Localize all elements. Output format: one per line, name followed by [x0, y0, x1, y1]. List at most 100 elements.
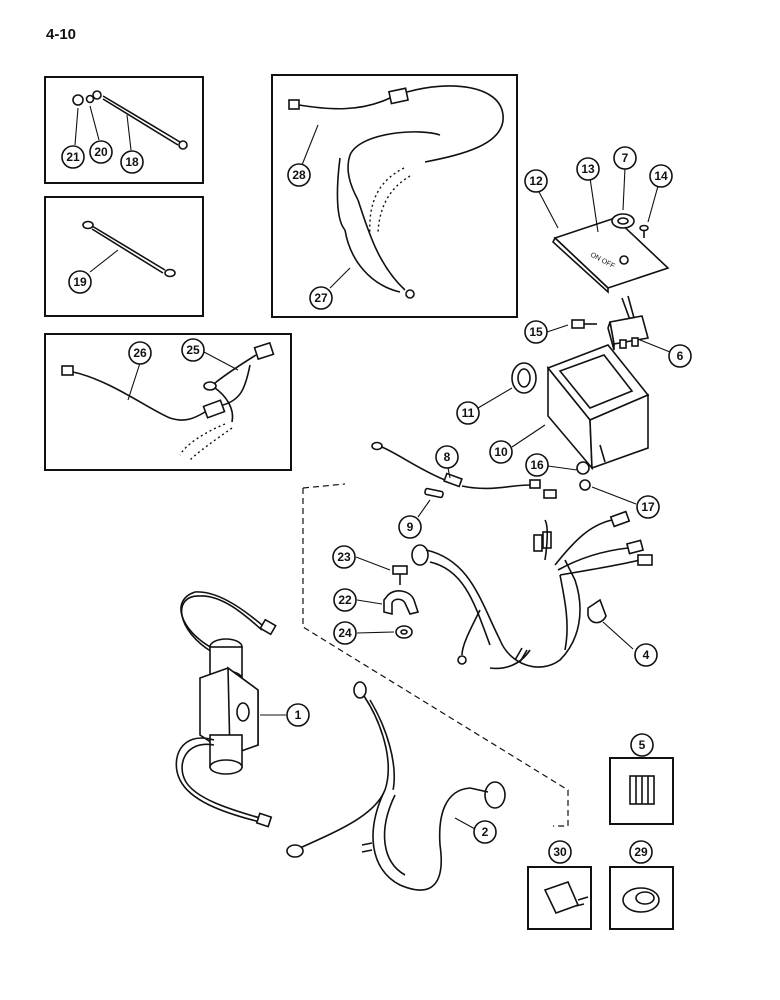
ground-strap-18: [72, 90, 188, 150]
inset-box-wiring-27-28: [271, 74, 518, 318]
callout-2: 2: [473, 820, 497, 844]
callout-5: 5: [630, 733, 654, 757]
callout-14: 14: [649, 164, 673, 188]
inset-box-jumper-wire: [44, 196, 204, 317]
leader-24: [356, 631, 395, 634]
svg-text:18: 18: [125, 155, 139, 169]
svg-text:17: 17: [641, 500, 655, 514]
svg-text:26: 26: [133, 346, 147, 360]
svg-text:1: 1: [295, 708, 302, 722]
svg-text:10: 10: [494, 445, 508, 459]
clamp-22: [383, 590, 420, 616]
svg-text:14: 14: [654, 169, 668, 183]
leader-12: [537, 189, 559, 229]
leader-20: [89, 105, 100, 141]
nut-16-lockwasher-17: [576, 461, 591, 491]
callout-18: 18: [120, 150, 144, 174]
callout-12: 12: [524, 169, 548, 193]
svg-text:8: 8: [444, 450, 451, 464]
leader-6: [639, 339, 671, 353]
callout-13: 13: [576, 157, 600, 181]
leader-2: [454, 817, 476, 830]
svg-text:24: 24: [338, 626, 352, 640]
callout-1: 1: [286, 703, 310, 727]
svg-text:28: 28: [292, 168, 306, 182]
connector-part-30: [543, 881, 589, 914]
callout-9: 9: [398, 515, 422, 539]
leader-4: [602, 621, 634, 650]
leader-7: [622, 167, 626, 211]
svg-text:11: 11: [462, 406, 475, 420]
svg-text:21: 21: [66, 150, 80, 164]
switch-box-10: [546, 344, 650, 471]
svg-text:20: 20: [94, 145, 108, 159]
svg-text:5: 5: [639, 738, 646, 752]
svg-text:30: 30: [553, 845, 567, 859]
callout-19: 19: [68, 270, 92, 294]
svg-text:4: 4: [643, 648, 650, 662]
assembly-boundary: [302, 488, 569, 827]
svg-text:16: 16: [530, 458, 544, 472]
svg-text:12: 12: [529, 174, 543, 188]
leader-22: [356, 599, 383, 605]
assembly-boundary-top: [302, 483, 346, 489]
callout-16: 16: [525, 453, 549, 477]
leader-11: [477, 387, 513, 409]
leader-19: [89, 249, 119, 273]
callout-20: 20: [89, 140, 113, 164]
wiring-harness-25-26: [61, 341, 275, 461]
callout-7: 7: [613, 146, 637, 170]
svg-text:19: 19: [73, 275, 87, 289]
grommet-11: [511, 362, 537, 394]
leader-17: [591, 486, 637, 505]
svg-text:2: 2: [482, 825, 489, 839]
leader-28: [301, 124, 319, 166]
leader-23: [355, 556, 391, 571]
jumper-wire-19: [82, 220, 176, 278]
nut-7: [611, 213, 635, 229]
svg-text:7: 7: [622, 151, 629, 165]
svg-text:27: 27: [314, 291, 328, 305]
sensor-assembly-1: [175, 591, 277, 828]
callout-27: 27: [309, 286, 333, 310]
svg-text:22: 22: [338, 593, 352, 607]
inset-box-part-5: [609, 757, 674, 825]
svg-text:29: 29: [634, 845, 648, 859]
svg-text:13: 13: [581, 162, 595, 176]
leader-25: [203, 351, 239, 371]
callout-23: 23: [332, 545, 356, 569]
screw-14: [639, 224, 649, 238]
callout-22: 22: [333, 588, 357, 612]
leader-14: [647, 185, 659, 223]
callout-11: 11: [456, 401, 480, 425]
leader-18: [126, 114, 132, 151]
connector-part-5: [629, 775, 655, 805]
screw-23: [392, 565, 408, 585]
svg-text:15: 15: [529, 325, 543, 339]
inset-box-wiring-25-26: [44, 333, 292, 471]
svg-text:9: 9: [407, 520, 414, 534]
bolt-15: [571, 319, 597, 329]
leader-8: [447, 467, 451, 479]
callout-15: 15: [524, 320, 548, 344]
leader-21: [74, 107, 79, 146]
clip-4: [587, 598, 607, 624]
fuse-9: [424, 487, 444, 499]
leader-10: [511, 424, 546, 448]
leader-26: [127, 362, 141, 401]
inset-box-part-30: [527, 866, 592, 930]
callout-28: 28: [287, 163, 311, 187]
ring-part-29: [622, 887, 660, 913]
leader-16: [547, 465, 578, 471]
callout-21: 21: [61, 145, 85, 169]
main-wiring-harness: [411, 510, 653, 670]
inset-box-ground-strap: [44, 76, 204, 184]
page-number: 4-10: [46, 26, 77, 43]
fuse-holder-wire-8: [371, 441, 557, 499]
leader-27: [329, 267, 351, 289]
leader-13: [589, 177, 599, 233]
svg-text:25: 25: [186, 343, 200, 357]
nut-24: [395, 625, 413, 639]
wiring-harness-27-28: [288, 85, 504, 299]
